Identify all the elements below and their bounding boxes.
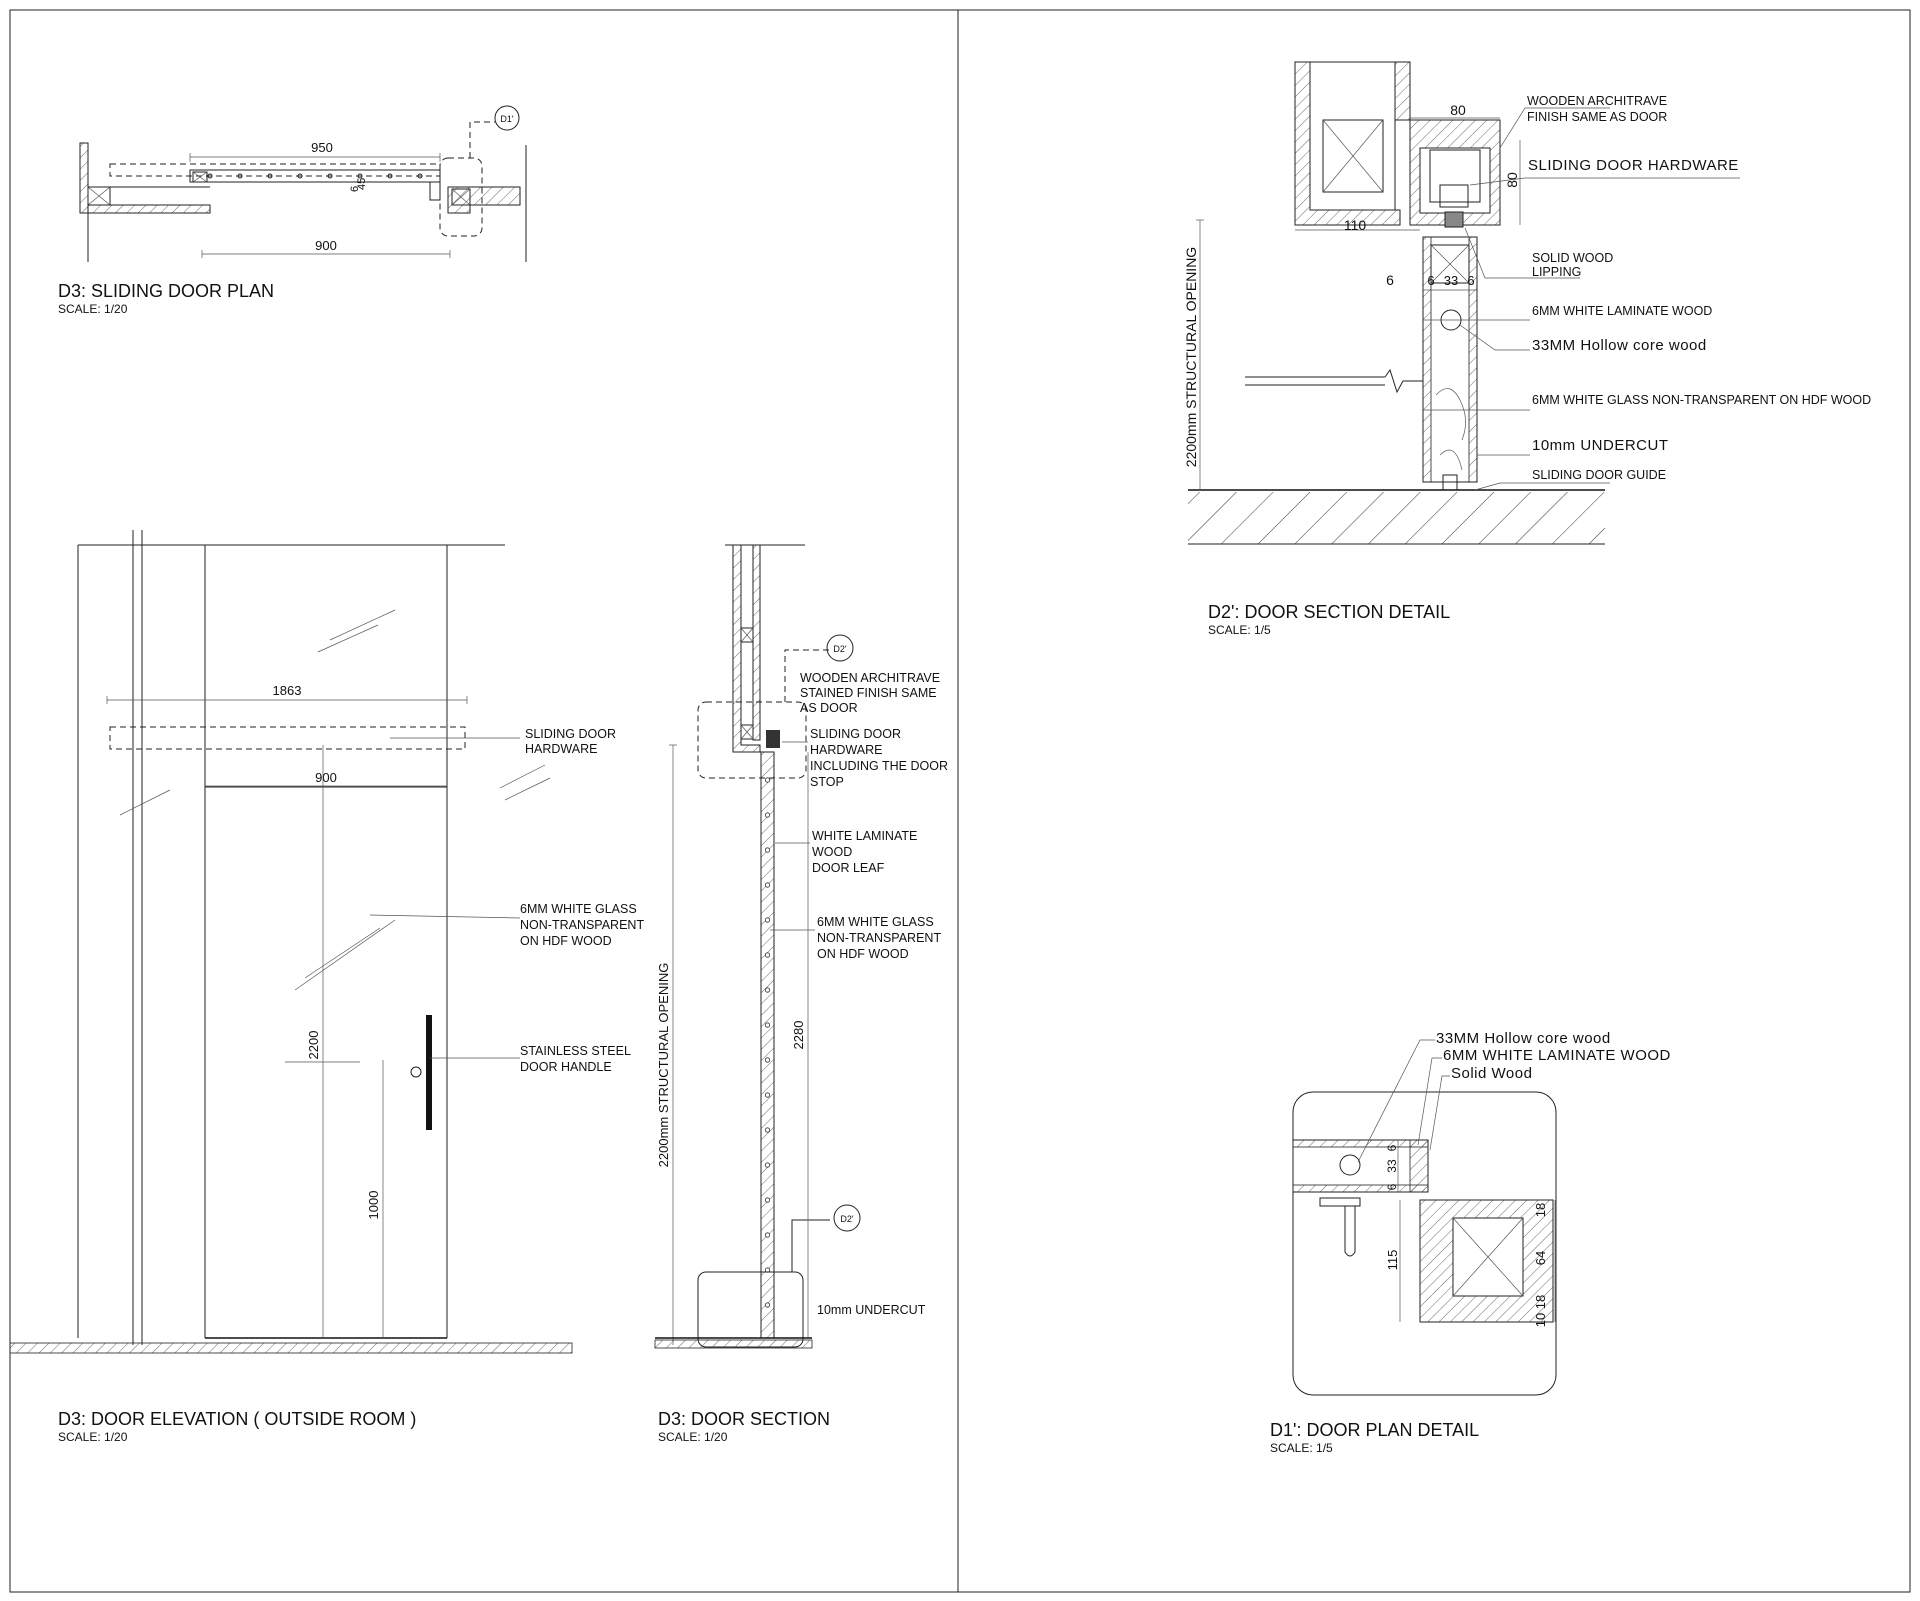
- section-callout-bottom: D2': [840, 1214, 854, 1224]
- elevation-title: D3: DOOR ELEVATION ( OUTSIDE ROOM ): [58, 1409, 416, 1429]
- plan-detail-dim-64: 64: [1533, 1251, 1548, 1265]
- elev-label-handle-2: DOOR HANDLE: [520, 1060, 612, 1074]
- door-section: D2' D2' 2200mm STRUCTURAL OPENING 2280 W…: [654, 544, 948, 1444]
- section-label-leaf-2: WOOD: [812, 845, 852, 859]
- section-core-dots: [764, 777, 771, 1308]
- section-callout-top: D2': [833, 644, 847, 654]
- plan-callout: D1': [500, 114, 514, 124]
- section-label-arch-3: AS DOOR: [800, 701, 858, 715]
- elev-dim-1000: 1000: [366, 1191, 381, 1220]
- plan-detail-dim-115: 115: [1385, 1250, 1400, 1271]
- section-detail-title: D2': DOOR SECTION DETAIL: [1208, 602, 1450, 622]
- detail-label-lam: 6MM WHITE LAMINATE WOOD: [1532, 304, 1712, 318]
- detail-label-lip-1: SOLID WOOD: [1532, 251, 1613, 265]
- detail-label-undercut: 10mm UNDERCUT: [1532, 437, 1669, 454]
- plan-detail-label-solid: Solid Wood: [1451, 1065, 1532, 1082]
- section-label-hw-2: HARDWARE: [810, 743, 882, 757]
- detail-label-lip-2: LIPPING: [1532, 265, 1581, 279]
- detail-label-arch-1: WOODEN ARCHITRAVE: [1527, 94, 1667, 108]
- elev-dim-900: 900: [315, 770, 337, 785]
- plan-detail-title: D1': DOOR PLAN DETAIL: [1270, 1420, 1479, 1440]
- plan-dim-6: 6: [349, 186, 361, 192]
- section-detail-scale: SCALE: 1/5: [1208, 623, 1271, 637]
- detail-dim-33: 33: [1444, 273, 1458, 288]
- door-plan-detail: 115 18 64 18 10 6 33 6 33MM Hollow core …: [1270, 1030, 1671, 1455]
- plan-detail-dim-18b: 18: [1533, 1295, 1548, 1309]
- plan-detail-dim-18a: 18: [1533, 1203, 1548, 1217]
- elev-label-glass-1: 6MM WHITE GLASS: [520, 902, 637, 916]
- plan-detail-label-core: 33MM Hollow core wood: [1436, 1030, 1611, 1047]
- elev-label-handle-1: STAINLESS STEEL: [520, 1044, 631, 1058]
- detail-dim-opening: 2200mm STRUCTURAL OPENING: [1183, 247, 1199, 467]
- plan-detail-scale: SCALE: 1/5: [1270, 1441, 1333, 1455]
- door-elevation: 1863 900 2200 1000 SLIDING DOOR HARDWARE…: [9, 530, 644, 1444]
- door-section-detail: 2200mm STRUCTURAL OPENING 80 80 110 6 6 …: [1183, 61, 1871, 637]
- elev-dim-1863: 1863: [273, 683, 302, 698]
- section-label-hw-4: STOP: [810, 775, 844, 789]
- section-label-arch-2: STAINED FINISH SAME: [800, 686, 937, 700]
- section-label-glass-3: ON HDF WOOD: [817, 947, 909, 961]
- plan-dim-950: 950: [311, 140, 333, 155]
- plan-detail-dim-33: 33: [1385, 1159, 1399, 1173]
- plan-dim-900: 900: [315, 238, 337, 253]
- detail-label-guide: SLIDING DOOR GUIDE: [1532, 468, 1666, 482]
- sliding-door-plan: D1' 950 45 6 900 D3: SLIDING DOOR PLAN S…: [58, 105, 527, 316]
- plan-hole-dots: [207, 173, 423, 179]
- section-scale: SCALE: 1/20: [658, 1430, 728, 1444]
- detail-dim-110: 110: [1344, 217, 1367, 233]
- section-label-hw-3: INCLUDING THE DOOR: [810, 759, 948, 773]
- detail-label-hw: SLIDING DOOR HARDWARE: [1528, 157, 1739, 174]
- elev-label-hardware-1: SLIDING DOOR: [525, 727, 616, 741]
- plan-detail-dim-10: 10: [1533, 1313, 1548, 1327]
- plan-detail-dim-6a: 6: [1385, 1144, 1399, 1151]
- section-label-leaf-3: DOOR LEAF: [812, 861, 885, 875]
- detail-dim-6b: 6: [1467, 273, 1474, 288]
- sheet-border: [9, 9, 1911, 1593]
- detail-label-core: 33MM Hollow core wood: [1532, 337, 1707, 354]
- section-label-glass-1: 6MM WHITE GLASS: [817, 915, 934, 929]
- section-label-glass-2: NON-TRANSPARENT: [817, 931, 941, 945]
- elev-label-glass-2: NON-TRANSPARENT: [520, 918, 644, 932]
- detail-dim-6: 6: [1386, 272, 1394, 288]
- detail-label-glass: 6MM WHITE GLASS NON-TRANSPARENT ON HDF W…: [1532, 393, 1871, 407]
- elevation-scale: SCALE: 1/20: [58, 1430, 128, 1444]
- section-label-hw-1: SLIDING DOOR: [810, 727, 901, 741]
- plan-detail-dim-6b: 6: [1385, 1183, 1399, 1190]
- elev-label-glass-3: ON HDF WOOD: [520, 934, 612, 948]
- door-handle-icon: [426, 1015, 432, 1130]
- section-title: D3: DOOR SECTION: [658, 1409, 830, 1429]
- plan-title: D3: SLIDING DOOR PLAN: [58, 281, 274, 301]
- plan-scale: SCALE: 1/20: [58, 302, 128, 316]
- elev-dim-2200: 2200: [306, 1031, 321, 1060]
- detail-dim-6a: 6: [1427, 273, 1434, 288]
- section-label-undercut: 10mm UNDERCUT: [817, 1303, 926, 1317]
- section-label-leaf-1: WHITE LAMINATE: [812, 829, 917, 843]
- detail-dim-80a: 80: [1450, 102, 1466, 118]
- elev-label-hardware-2: HARDWARE: [525, 742, 597, 756]
- section-dim-2280: 2280: [791, 1021, 806, 1050]
- section-label-arch-1: WOODEN ARCHITRAVE: [800, 671, 940, 685]
- detail-label-arch-2: FINISH SAME AS DOOR: [1527, 110, 1667, 124]
- plan-dim-45: 45: [356, 178, 368, 190]
- section-dim-opening: 2200mm STRUCTURAL OPENING: [656, 963, 671, 1168]
- plan-detail-label-lam: 6MM WHITE LAMINATE WOOD: [1443, 1047, 1671, 1064]
